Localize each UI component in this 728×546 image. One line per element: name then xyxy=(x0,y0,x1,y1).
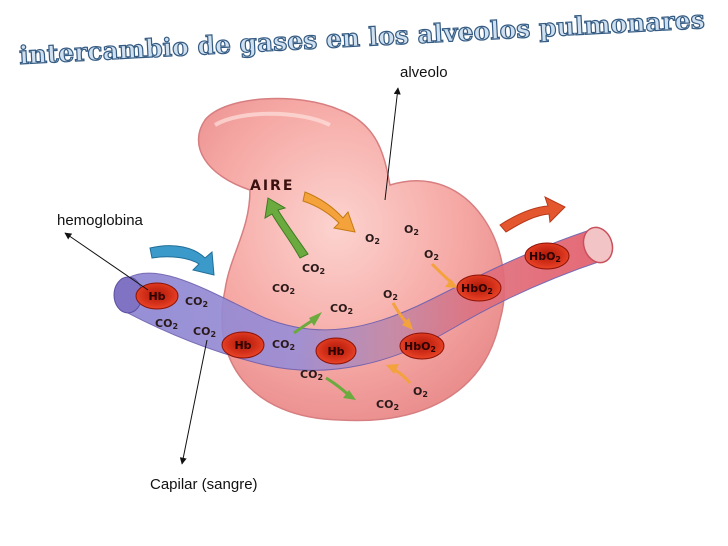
co2-label-7: CO2 xyxy=(272,338,295,352)
co2-label-5: CO2 xyxy=(155,317,178,331)
svg-text:HbO2: HbO2 xyxy=(461,282,493,296)
rbc-hb-3-label: Hb xyxy=(327,345,344,358)
co2-label-1: CO2 xyxy=(302,262,325,276)
o2-labels: O2 O2 O2 O2 O2 xyxy=(365,223,439,399)
small-green-arrow-2-head xyxy=(343,390,356,400)
co2-exit-arrow xyxy=(264,197,309,259)
rbc-hbo2-2: HbO2 xyxy=(456,274,502,302)
capillary-right-opening xyxy=(582,226,614,264)
rbc-hbo2-1: HbO2 xyxy=(399,332,445,360)
hemoglobina-label: hemoglobina xyxy=(57,212,143,229)
svg-text:HbO2: HbO2 xyxy=(404,340,436,354)
o2-label-4: O2 xyxy=(383,288,398,302)
o2-label-3: O2 xyxy=(424,248,439,262)
rbc-hbo2-3: HbO2 xyxy=(524,242,570,270)
rbc-hbo2-3-label: HbO xyxy=(529,250,555,263)
rbc-hb-1-label: Hb xyxy=(148,290,165,303)
rbc-hb-2-label: Hb xyxy=(234,339,251,352)
o2-label-2: O2 xyxy=(404,223,419,237)
capilar-label: Capilar (sangre) xyxy=(150,476,258,493)
small-orange-arrow-3-head xyxy=(386,364,399,374)
blood-outflow-arrow xyxy=(499,196,566,233)
co2-labels: CO2 CO2 CO2 CO2 CO2 CO2 CO2 CO2 CO2 xyxy=(155,262,399,412)
rbc-hbo2-1-sub: 2 xyxy=(430,345,436,354)
alveolo-label: alveolo xyxy=(400,64,448,81)
o2-entry-arrow xyxy=(302,191,356,233)
small-orange-arrow-1-head xyxy=(445,279,458,288)
rbc-hbo2-3-sub: 2 xyxy=(555,255,561,264)
co2-label-9: CO2 xyxy=(376,398,399,412)
small-green-arrow-1-head xyxy=(309,312,322,326)
hemoglobina-pointer-line xyxy=(64,232,149,291)
small-orange-arrow-2-head xyxy=(402,318,413,330)
rbc-hb-2: Hb xyxy=(221,331,265,359)
rbc-hb-3: Hb xyxy=(315,337,357,365)
rbc-hbo2-1-label: HbO xyxy=(404,340,430,353)
capilar-pointer-line xyxy=(179,339,208,465)
blood-inflow-arrow xyxy=(149,245,215,276)
alveolus-neck-highlight xyxy=(213,111,331,127)
rbc-hb-1: Hb xyxy=(135,282,179,310)
alveolus-shape xyxy=(197,97,506,422)
rbc-hbo2-2-label: HbO xyxy=(461,282,487,295)
aire-label: AIRE xyxy=(250,178,294,194)
co2-label-3: CO2 xyxy=(330,302,353,316)
co2-label-2: CO2 xyxy=(272,282,295,296)
alveolo-pointer-line xyxy=(384,87,401,201)
co2-label-8: CO2 xyxy=(300,368,323,382)
svg-text:HbO2: HbO2 xyxy=(529,250,561,264)
rbc-hbo2-2-sub: 2 xyxy=(487,287,493,296)
diagram-title: intercambio de gases en los alveolos pul… xyxy=(18,5,705,70)
o2-label-1: O2 xyxy=(365,232,380,246)
co2-label-4: CO2 xyxy=(185,295,208,309)
co2-label-6: CO2 xyxy=(193,325,216,339)
o2-label-5: O2 xyxy=(413,385,428,399)
